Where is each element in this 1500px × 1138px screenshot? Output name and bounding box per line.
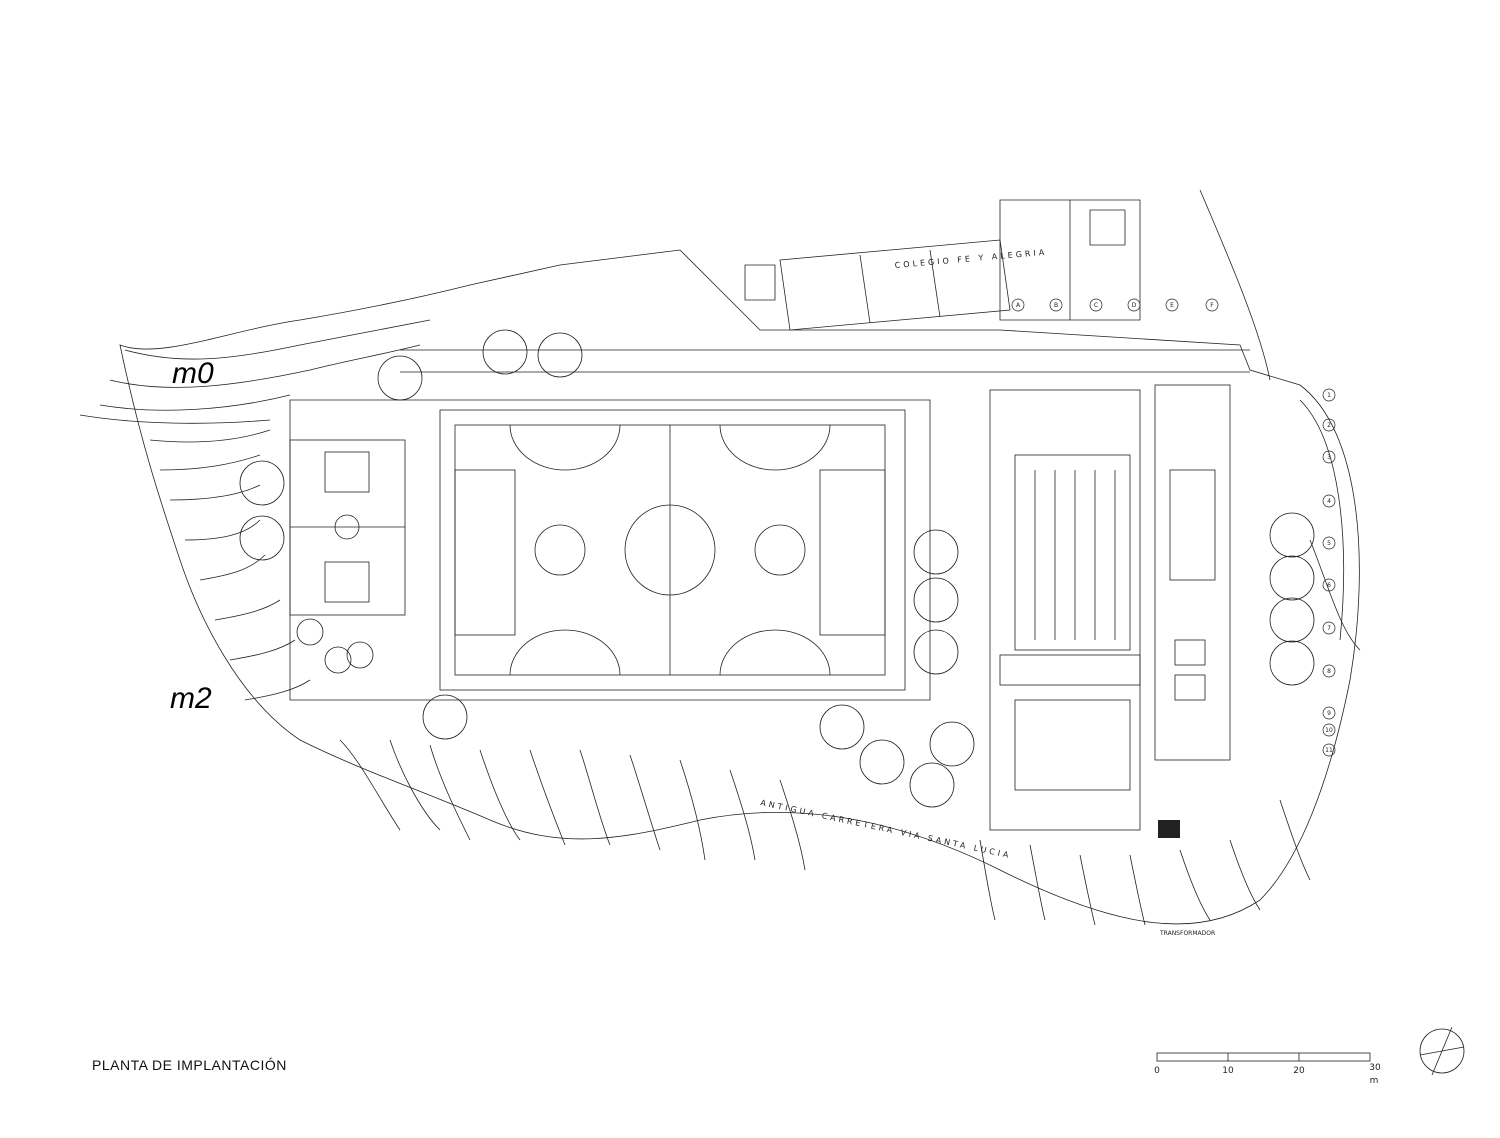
grid-letter-a: A [1016, 302, 1021, 309]
football-field [439, 409, 906, 691]
grid-number-10: 10 [1325, 727, 1333, 734]
school-name: COLEGIO FE Y ALEGRIA [894, 248, 1047, 270]
grid-number-9: 9 [1327, 710, 1331, 717]
grid-number-2: 2 [1327, 422, 1331, 429]
grid-letter-e: E [1170, 302, 1174, 309]
pool-area [989, 389, 1141, 831]
stair-block [1154, 384, 1231, 761]
grid-letter-b: B [1054, 302, 1058, 309]
grid-number-4: 4 [1327, 498, 1331, 505]
scale-tick-20: 20 [1293, 1066, 1305, 1076]
grid-number-3: 3 [1327, 454, 1331, 461]
grid-number-6: 6 [1327, 582, 1331, 589]
level-label-m2: m2 [170, 682, 212, 715]
scale-unit: m [1370, 1076, 1379, 1086]
grid-letter-f: F [1210, 302, 1214, 309]
level-label-m0: m0 [172, 357, 214, 390]
grid-letter-c: C [1094, 302, 1098, 309]
grid-number-1: 1 [1327, 392, 1331, 399]
grid-number-5: 5 [1327, 540, 1331, 547]
grid-number-11: 11 [1325, 747, 1333, 754]
scale-tick-30: 30 [1369, 1063, 1381, 1073]
road-name: ANTIGUA CARRETERA VIA SANTA LUCIA [760, 798, 1013, 860]
drawing-title: PLANTA DE IMPLANTACIÓN [92, 1057, 287, 1073]
scale-tick-10: 10 [1222, 1066, 1234, 1076]
site-boundary [119, 249, 1360, 925]
basketball-court [289, 439, 406, 616]
school-building [779, 239, 1011, 331]
grid-letter-d: D [1132, 302, 1137, 309]
scale-tick-0: 0 [1154, 1066, 1160, 1076]
scale-bar [1156, 1052, 1371, 1062]
north-arrow-icon [1419, 1028, 1465, 1074]
grid-number-8: 8 [1327, 668, 1331, 675]
grid-number-7: 7 [1327, 625, 1331, 632]
transformer-label: TRANSFORMADOR [1159, 930, 1215, 937]
